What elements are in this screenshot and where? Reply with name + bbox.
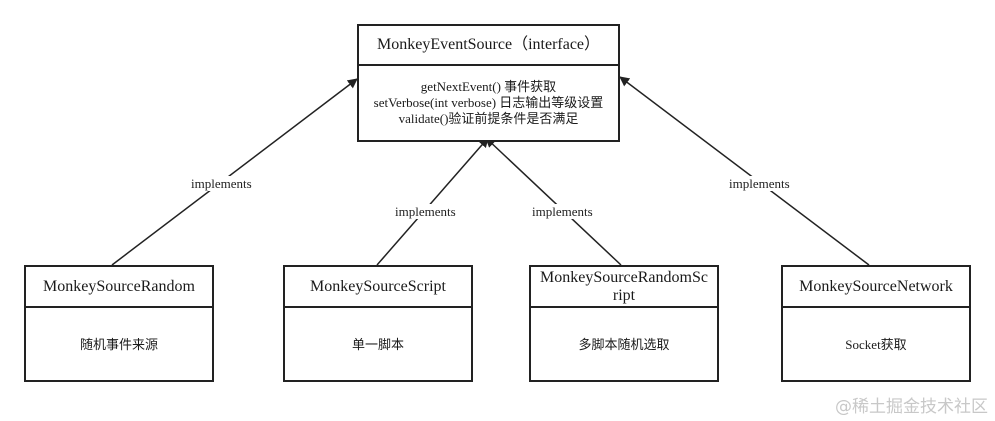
class-title: MonkeySourceScript [285,267,471,308]
implements-label-random: implements [190,176,253,191]
method-validate: validate()验证前提条件是否满足 [398,111,579,126]
class-title: MonkeySourceRandomScript [531,267,717,308]
class-description: 随机事件来源 [79,336,158,352]
class-description: Socket获取 [845,336,907,352]
class-box-monkey-source-random: MonkeySourceRandom 随机事件来源 [24,265,214,382]
implements-label-randomscript: implements [531,204,594,219]
class-title: MonkeySourceRandom [26,267,212,308]
class-description: 单一脚本 [351,336,404,352]
interface-methods: getNextEvent() 事件获取 setVerbose(int verbo… [359,66,618,140]
implements-label-script: implements [394,204,457,219]
class-box-monkey-source-script: MonkeySourceScript 单一脚本 [283,265,473,382]
method-get-next-event: getNextEvent() 事件获取 [420,79,557,94]
interface-box-monkey-event-source: MonkeyEventSource（interface） getNextEven… [357,24,620,142]
implements-arrow-network [619,76,870,266]
implements-arrow-random [111,78,358,266]
class-title: MonkeySourceNetwork [783,267,969,308]
class-description: 多脚本随机选取 [578,336,670,352]
implements-label-network: implements [728,176,791,191]
interface-title: MonkeyEventSource（interface） [359,26,618,66]
implements-arrow-script [376,137,489,266]
class-box-monkey-source-random-script: MonkeySourceRandomScript 多脚本随机选取 [529,265,719,382]
watermark: @稀土掘金技术社区 [835,397,988,417]
implements-arrow-randomscript [485,137,622,266]
method-set-verbose: setVerbose(int verbose) 日志输出等级设置 [373,95,604,110]
class-box-monkey-source-network: MonkeySourceNetwork Socket获取 [781,265,971,382]
